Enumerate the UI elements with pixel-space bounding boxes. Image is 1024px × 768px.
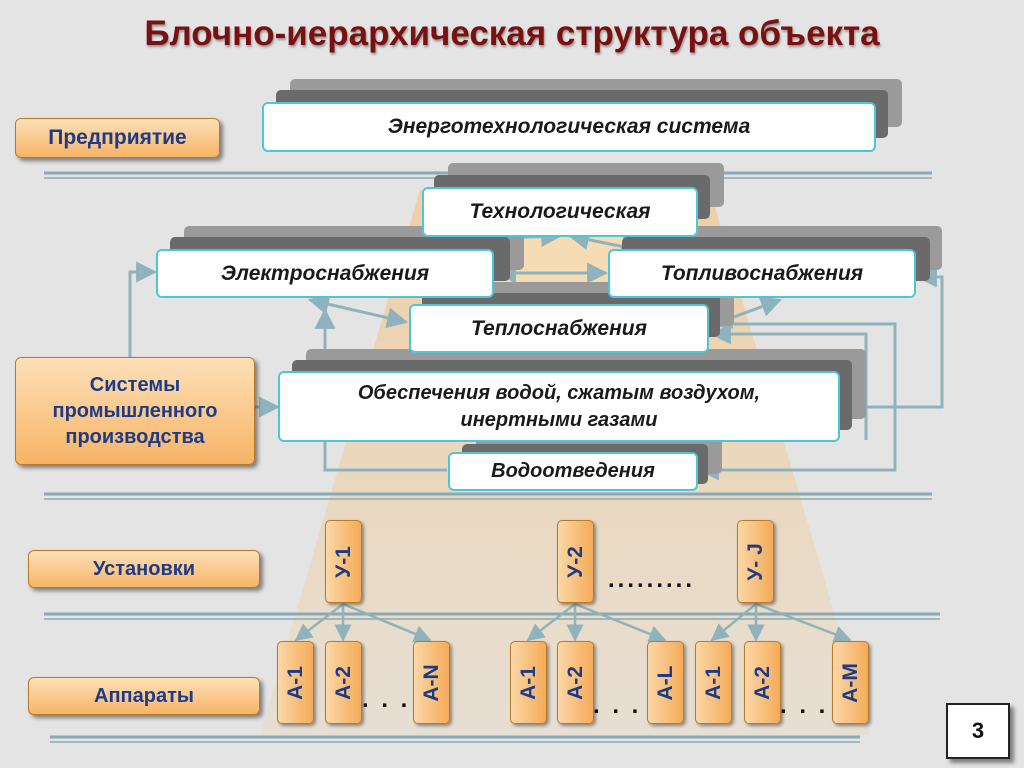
device-label: А-1 xyxy=(516,665,540,700)
tree-arrows xyxy=(294,602,852,643)
level-devices: Аппараты xyxy=(28,677,260,715)
device-label: А-2 xyxy=(331,665,355,700)
device-label: А-N xyxy=(419,663,443,702)
device-tile: А-M xyxy=(832,641,869,724)
energy-system-block: Энерготехнологическая система xyxy=(262,102,876,152)
device-label: А-1 xyxy=(283,665,307,700)
device-tile: А-2 xyxy=(557,641,594,724)
separator-lines xyxy=(44,171,940,743)
power-supply-block: Электроснабжения xyxy=(156,249,494,298)
device-label: А-M xyxy=(838,662,862,703)
device-label: А-2 xyxy=(750,665,774,700)
unit-label: У- J xyxy=(743,542,767,581)
device-tile: А-N xyxy=(413,641,450,724)
unit-tile: У-2 xyxy=(557,520,594,603)
technological-block: Технологическая xyxy=(422,187,698,237)
unit-tile: У-1 xyxy=(325,520,362,603)
unit-label: У-1 xyxy=(331,545,355,578)
page-number: 3 xyxy=(946,703,1010,759)
device-label: А-1 xyxy=(701,665,725,700)
unit-tile: У- J xyxy=(737,520,774,603)
level-production-systems: Системы промышленного производства xyxy=(15,357,255,465)
units-ellipsis: ......... xyxy=(608,566,696,593)
device-tile: А-2 xyxy=(744,641,781,724)
slide-title: Блочно-иерархическая структура объекта xyxy=(144,14,880,53)
devices-ellipsis: . . . xyxy=(362,686,411,713)
level-enterprise: Предприятие xyxy=(15,118,220,158)
device-tile: А-2 xyxy=(325,641,362,724)
device-tile: А-1 xyxy=(695,641,732,724)
device-label: А-L xyxy=(653,665,677,700)
drainage-block: Водоотведения xyxy=(448,452,698,491)
device-label: А-2 xyxy=(563,665,587,700)
devices-ellipsis: . . . xyxy=(780,692,829,719)
device-tile: А-1 xyxy=(510,641,547,724)
unit-label: У-2 xyxy=(563,545,587,578)
fuel-supply-block: Топливоснабжения xyxy=(608,249,916,298)
heat-supply-block: Теплоснабжения xyxy=(409,304,709,353)
devices-ellipsis: . . . xyxy=(593,692,642,719)
utilities-block: Обеспечения водой, сжатым воздухом, инер… xyxy=(278,371,840,442)
device-tile: А-1 xyxy=(277,641,314,724)
level-units: Установки xyxy=(28,550,260,588)
device-tile: А-L xyxy=(647,641,684,724)
